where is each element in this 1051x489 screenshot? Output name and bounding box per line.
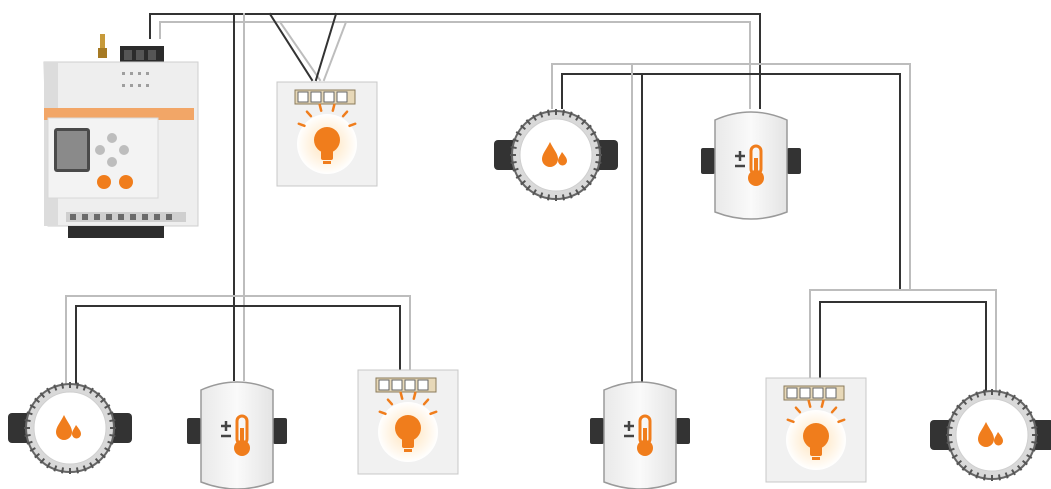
thermo-bottom-left: [187, 381, 287, 489]
lightbulb-icon: [378, 391, 438, 462]
thermometer-icon: [735, 144, 764, 186]
meter-display: [294, 89, 356, 105]
meter-display: [375, 377, 437, 393]
wire-bus-br-dark: [819, 301, 987, 391]
wire-light-top-c: [314, 12, 338, 82]
wire-light-top-b: [278, 20, 322, 82]
thermo-top: [701, 111, 801, 220]
thermo-bottom-center: [590, 381, 690, 489]
wire-light-top-a: [268, 12, 314, 82]
lightbulb-icon: [786, 399, 846, 470]
water-meter-bottom-right: [930, 389, 1051, 481]
wire-bus-br-light: [809, 289, 997, 391]
water-drop-icon: [56, 415, 81, 440]
wire-controller-top-dark: [149, 13, 761, 109]
meter-display: [783, 385, 845, 401]
wire-bus-right-dark: [561, 73, 901, 291]
lightbulb-icon: [297, 103, 357, 174]
water-meter-bottom-left: [8, 382, 132, 474]
water-meter-top: [494, 109, 618, 201]
water-drop-icon: [978, 422, 1003, 447]
controller-device-icon: [43, 34, 199, 238]
thermometer-icon: [624, 414, 653, 456]
light-meter-bottom-right: [765, 377, 867, 483]
wire-bus-right-light: [551, 63, 911, 291]
water-drop-icon: [542, 142, 567, 167]
wire-light-top-d: [322, 20, 348, 82]
wire-bus-bl-light: [65, 295, 411, 386]
wiring: [65, 12, 997, 391]
light-meter-top: [276, 81, 378, 187]
wire-bus-bl-dark: [75, 305, 401, 386]
sensor-nodes: [8, 81, 1051, 489]
thermometer-icon: [221, 414, 250, 456]
light-meter-bottom-left: [357, 369, 459, 475]
